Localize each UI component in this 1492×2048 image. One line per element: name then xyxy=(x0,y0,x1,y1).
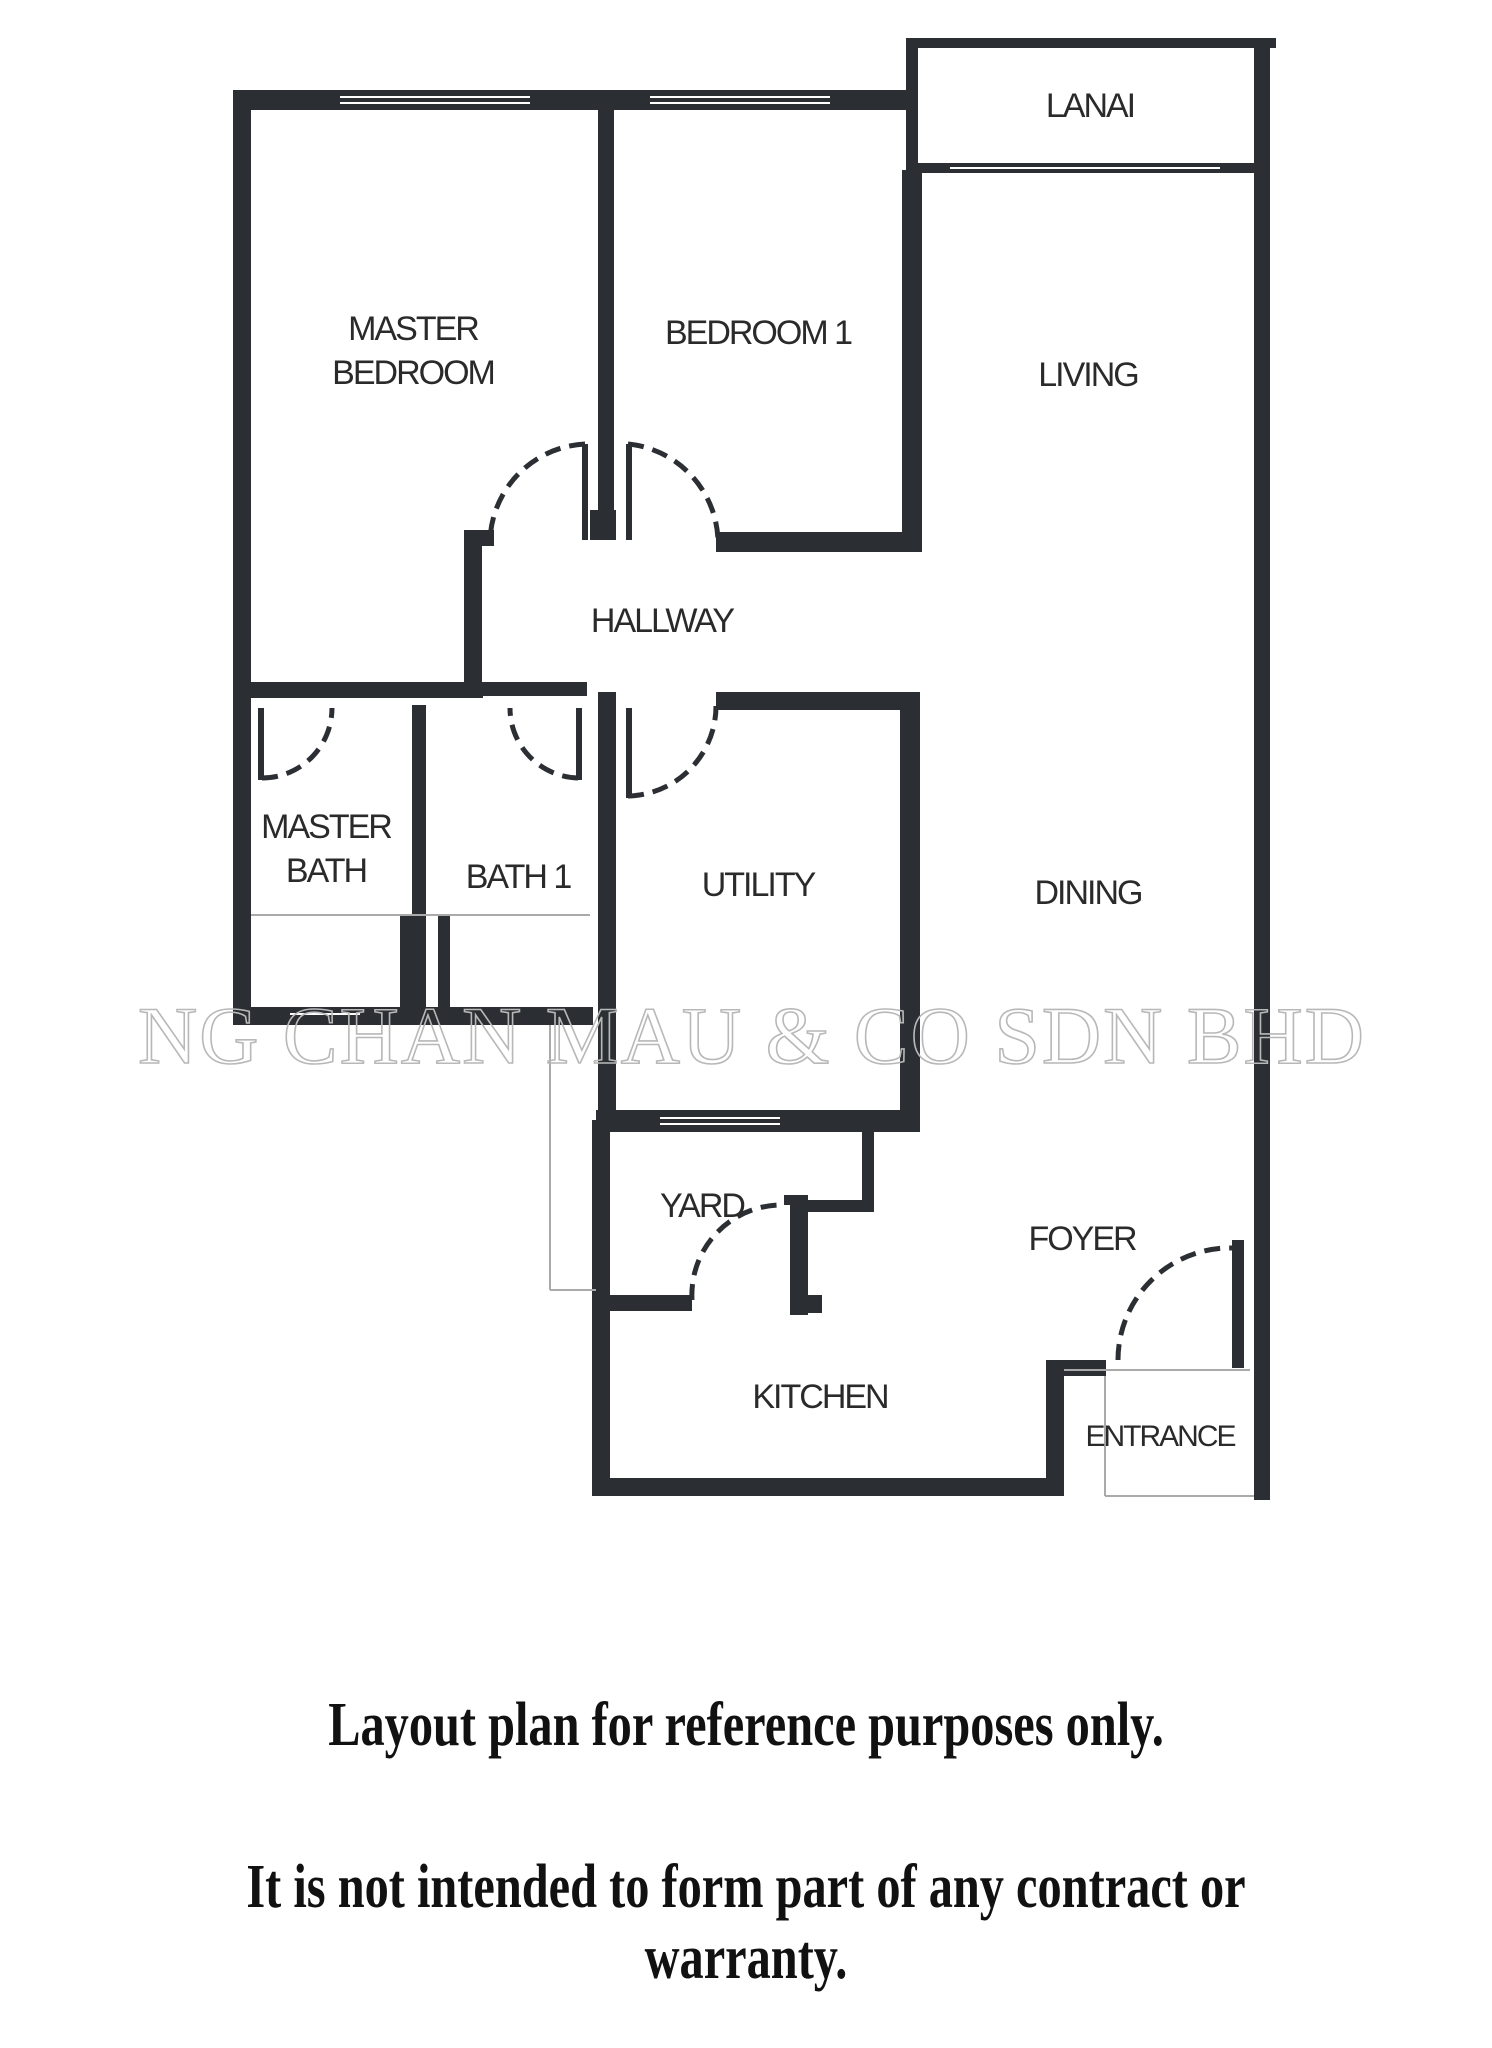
right-wall xyxy=(1254,38,1270,1500)
entrance-top-wall xyxy=(1046,1360,1106,1376)
label-master-bedroom-2: BEDROOM xyxy=(332,354,494,392)
door-leaves xyxy=(258,444,790,1205)
left-wall xyxy=(233,90,251,1025)
label-master-bedroom-1: MASTER xyxy=(348,310,478,348)
utility-top-wall xyxy=(716,692,920,710)
kitchen-left-wall xyxy=(592,1120,610,1495)
windows xyxy=(290,96,1220,1125)
label-dining: DINING xyxy=(1035,874,1142,912)
label-master-bath-2: BATH xyxy=(286,852,366,890)
bath-divider-wall xyxy=(412,705,426,1020)
bath-bottom-wall xyxy=(233,1007,593,1025)
label-kitchen: KITCHEN xyxy=(752,1378,887,1416)
living-left-wall xyxy=(902,170,922,550)
bedroom-divider-wall xyxy=(598,100,614,540)
kitchen-bottom-wall xyxy=(592,1478,1062,1496)
lanai-left-wall xyxy=(906,38,918,178)
disclaimer-line-1: Layout plan for reference purposes only. xyxy=(328,1691,1164,1759)
shaft-wall-2 xyxy=(438,915,450,1020)
bath1-door-arc xyxy=(507,707,579,781)
door-jamb xyxy=(590,510,616,540)
entrance-door-arc xyxy=(1115,1245,1233,1361)
entrance-left-wall xyxy=(1046,1360,1064,1496)
label-bedroom1: BEDROOM 1 xyxy=(665,314,852,352)
label-living: LIVING xyxy=(1038,356,1137,394)
yard-corner xyxy=(790,1295,822,1313)
label-utility: UTILITY xyxy=(702,866,816,904)
label-hallway: HALLWAY xyxy=(591,602,735,640)
thin-lines xyxy=(251,914,1254,1497)
yard-shaft-bottom xyxy=(800,1200,874,1212)
walls xyxy=(233,38,1276,1500)
label-lanai: LANAI xyxy=(1046,87,1134,125)
bath-top-wall-2 xyxy=(333,682,587,696)
disclaimer-line-2: It is not intended to form part of any c… xyxy=(246,1853,1246,1992)
label-entrance: ENTRANCE xyxy=(1085,1420,1235,1453)
hallway-stub xyxy=(464,530,494,546)
lanai-top-wall xyxy=(906,38,1276,48)
label-yard: YARD xyxy=(660,1187,744,1225)
masterbath-door-arc xyxy=(261,707,335,781)
label-master-bath-1: MASTER xyxy=(261,808,391,846)
door-swings xyxy=(261,441,1233,1361)
master-door-arc xyxy=(487,441,586,541)
utility-bottom-wall xyxy=(596,1110,920,1132)
utility-left-wall xyxy=(598,692,616,1124)
utility-right-wall xyxy=(900,692,920,1122)
yard-bottom-wall xyxy=(596,1295,692,1311)
yard-right-wall xyxy=(790,1195,808,1315)
hallway-left-wall xyxy=(464,530,482,692)
utility-door-arc xyxy=(627,705,719,799)
label-bath1: BATH 1 xyxy=(466,858,572,896)
bedroom1-bottom-wall xyxy=(716,532,922,552)
entrance-door-jamb xyxy=(1232,1240,1244,1368)
bedroom1-door-arc xyxy=(627,441,721,541)
top-wall xyxy=(233,90,913,110)
yard-shaft-wall xyxy=(862,1130,874,1210)
shaft-wall xyxy=(400,915,412,1020)
label-foyer: FOYER xyxy=(1028,1220,1136,1258)
watermark: NG CHAN MAU & CO SDN BHD xyxy=(138,990,1366,1081)
yard-door-arc xyxy=(689,1202,785,1301)
